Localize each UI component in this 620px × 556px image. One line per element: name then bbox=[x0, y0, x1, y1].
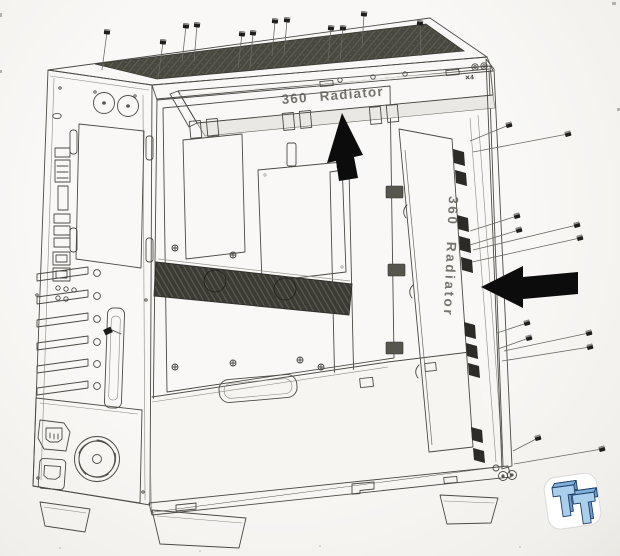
screw-icon bbox=[564, 130, 572, 137]
standoff-screws bbox=[171, 244, 325, 371]
front-radiator-fan-tabs bbox=[453, 149, 485, 463]
screw-leader-line bbox=[501, 346, 591, 362]
psu bbox=[32, 397, 143, 504]
screw-leader-line bbox=[271, 20, 276, 57]
pci-slots bbox=[36, 266, 101, 396]
screw-icon bbox=[238, 30, 246, 37]
screw-leader-line bbox=[512, 437, 539, 452]
screw-leader-line bbox=[419, 22, 422, 57]
screw-leader-line bbox=[237, 33, 243, 69]
foot bbox=[439, 494, 499, 525]
screw-icon bbox=[339, 24, 347, 31]
psu-shroud bbox=[151, 351, 503, 512]
screw-icon bbox=[360, 10, 368, 17]
front-radiator-label: 360 Radiator bbox=[441, 196, 461, 318]
watercooling-grommets bbox=[93, 92, 139, 117]
tweaktown-tt-logo: TT bbox=[543, 472, 602, 530]
screw-icon bbox=[159, 38, 167, 45]
screw-icon bbox=[586, 343, 594, 350]
screw-leader-line bbox=[193, 24, 198, 63]
screw-icon bbox=[283, 16, 291, 23]
tray-panel bbox=[257, 161, 347, 283]
screw-leader-line bbox=[497, 337, 530, 350]
pci-thumbscrews bbox=[93, 269, 101, 390]
case-interior bbox=[151, 68, 504, 513]
screw-icon bbox=[576, 234, 584, 241]
screw-icon bbox=[525, 334, 533, 341]
cable-slot bbox=[286, 142, 297, 167]
screw-icon bbox=[523, 319, 531, 326]
screw-leader-line bbox=[249, 32, 254, 68]
top-radiator-screws bbox=[101, 10, 424, 80]
psu-power-socket bbox=[37, 419, 71, 452]
top-radiator-label: 360 Radiator bbox=[281, 84, 384, 107]
screw-icon bbox=[271, 17, 279, 24]
screw-leader-line bbox=[503, 332, 590, 352]
screw-icon bbox=[416, 19, 424, 26]
screw-icon bbox=[573, 221, 581, 228]
front-radiator: 360 Radiator bbox=[398, 114, 517, 481]
screw-icon bbox=[534, 434, 542, 441]
screw-icon bbox=[193, 21, 201, 28]
screw-leader-line bbox=[513, 448, 603, 465]
screw-leader-line bbox=[327, 27, 332, 62]
screw-leader-line bbox=[101, 31, 108, 71]
screw-icon bbox=[505, 121, 513, 128]
screw-leader-line bbox=[157, 41, 164, 80]
bottom-band bbox=[148, 465, 512, 516]
graphics-card bbox=[153, 258, 353, 316]
screw-leader-line bbox=[339, 27, 344, 61]
screw-leader-line bbox=[283, 19, 288, 56]
screw-icon bbox=[327, 24, 335, 31]
side-frame-top-band: ✕4 bbox=[151, 56, 494, 101]
up-arrow-icon bbox=[327, 113, 363, 181]
cable-cover-fins bbox=[182, 133, 246, 260]
honeycomb-vent bbox=[75, 123, 145, 269]
screw-icon bbox=[103, 28, 111, 35]
screw-leader-line bbox=[472, 224, 578, 251]
cable-channel-slots bbox=[385, 185, 406, 355]
case-feet bbox=[39, 494, 499, 549]
screw-leader-line bbox=[471, 237, 581, 263]
corner-quantity-mark: ✕4 bbox=[465, 74, 475, 82]
rear-panel bbox=[32, 69, 154, 506]
top-mesh-vent bbox=[94, 23, 466, 80]
vertical-bracket bbox=[103, 307, 125, 409]
screw-leader-line bbox=[469, 215, 518, 232]
screw-icon bbox=[249, 29, 257, 36]
screw-leader-line bbox=[181, 25, 187, 63]
screw-leader-line bbox=[361, 13, 365, 49]
shroud-grommet bbox=[218, 374, 298, 403]
screw-icon bbox=[515, 226, 523, 233]
screw-leader-line bbox=[469, 229, 520, 246]
fan-mount-tabs bbox=[69, 129, 154, 263]
screw-leader-line bbox=[472, 133, 569, 153]
psu-fan-grille bbox=[74, 436, 120, 482]
front-radiator-screws bbox=[469, 121, 606, 465]
front-corner-post bbox=[485, 58, 513, 470]
screw-leader-line bbox=[496, 322, 528, 334]
gpu-fan-icon bbox=[273, 277, 297, 301]
foot bbox=[39, 501, 91, 533]
top-radiator-tabs bbox=[188, 104, 400, 139]
screw-icon bbox=[182, 22, 190, 29]
left-arrow-icon bbox=[481, 266, 578, 308]
screw-icon bbox=[585, 329, 593, 336]
psu-inlet bbox=[37, 457, 67, 491]
keylock-slot bbox=[52, 112, 62, 120]
screw-icon bbox=[598, 445, 606, 452]
motherboard-tray bbox=[162, 85, 395, 393]
screw-icon bbox=[513, 212, 521, 219]
foot bbox=[151, 509, 247, 549]
gpu-fan-icon bbox=[203, 269, 227, 293]
screw-leader-line bbox=[469, 124, 510, 142]
rear-rivets bbox=[35, 86, 148, 494]
